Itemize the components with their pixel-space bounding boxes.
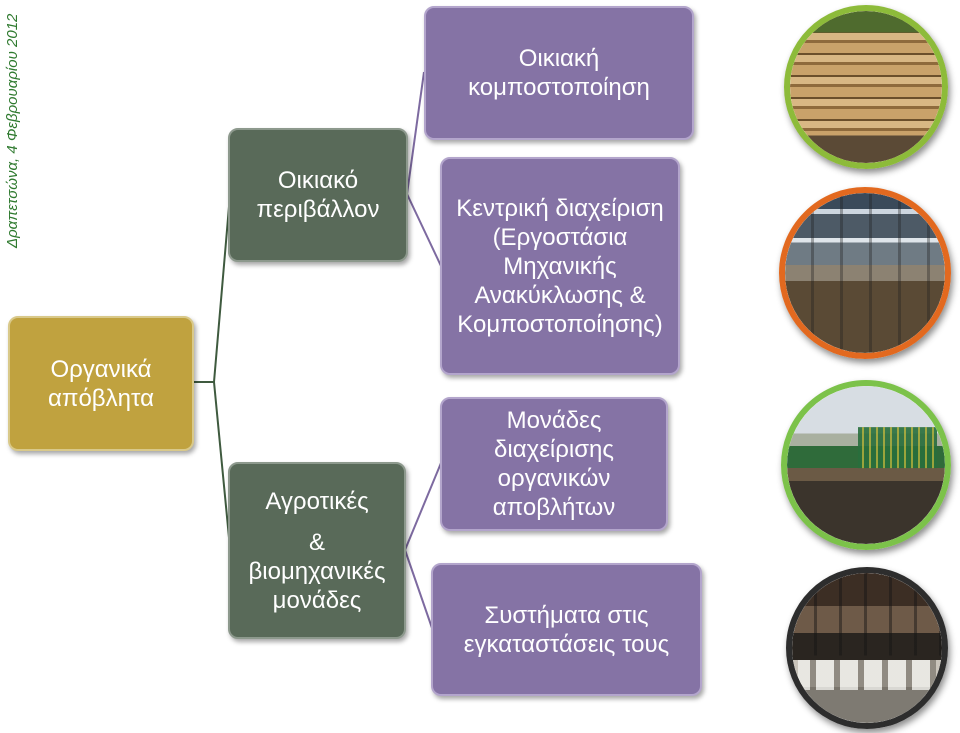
leaf-units-line-2: διαχείρισης bbox=[494, 436, 614, 463]
leaf-management-units: Μονάδες διαχείρισης οργανικών αποβλήτων bbox=[440, 397, 668, 531]
branch-household: Οικιακό περιβάλλον bbox=[228, 128, 408, 262]
leaf-central-line-5: Κομποστοποίησης) bbox=[457, 310, 663, 338]
branch-agri-line-3: βιομηχανικές bbox=[248, 557, 386, 585]
leaf-central-line-1: Κεντρική διαχείριση bbox=[456, 194, 664, 222]
branch-agri-line-1: Αγροτικές bbox=[265, 487, 369, 515]
composting-plant-interior-photo bbox=[779, 187, 951, 359]
leaf-home-composting-line-1: Οικιακή bbox=[518, 45, 600, 72]
leaf-onsite-systems: Συστήματα στις εγκαταστάσεις τους bbox=[431, 563, 702, 696]
leaf-units-line-1: Μονάδες bbox=[506, 407, 602, 434]
leaf-central-management: Κεντρική διαχείριση (Εργοστάσια Μηχανική… bbox=[440, 157, 680, 375]
leaf-onsite-line-2: εγκαταστάσεις τους bbox=[463, 630, 670, 658]
leaf-onsite-line-1: Συστήματα στις bbox=[484, 601, 649, 629]
wooden-compost-bin-photo bbox=[784, 5, 948, 169]
branch-agricultural-industrial: Αγροτικές & βιομηχανικές μονάδες bbox=[228, 462, 406, 639]
connector-agricultural-to-management-units bbox=[404, 462, 442, 551]
leaf-home-composting-line-2: κομποστοποίηση bbox=[468, 74, 650, 101]
root-label: Οργανικά απόβλητα bbox=[48, 355, 154, 412]
branch-household-line-2: περιβάλλον bbox=[256, 196, 380, 223]
branch-agri-line-4: μονάδες bbox=[272, 586, 362, 614]
leaf-central-line-2: (Εργοστάσια bbox=[492, 223, 628, 251]
leaf-central-line-3: Μηχανικής bbox=[503, 252, 617, 280]
leaf-home-composting: Οικιακή κομποστοποίηση bbox=[424, 6, 694, 140]
leaf-central-line-4: Ανακύκλωσης & bbox=[474, 281, 646, 309]
livestock-shed-interior-photo bbox=[786, 567, 948, 729]
leaf-units-line-3: οργανικών bbox=[497, 465, 611, 492]
leaf-units-line-4: αποβλήτων bbox=[492, 494, 616, 521]
connector-root-to-agricultural bbox=[192, 381, 231, 549]
root-organic-waste: Οργανικά απόβλητα bbox=[8, 316, 194, 451]
outdoor-compost-facility-photo bbox=[781, 380, 951, 550]
connector-root-to-household bbox=[192, 194, 231, 383]
connector-agricultural-to-onsite-systems bbox=[404, 549, 433, 629]
connector-household-to-home-composting bbox=[406, 71, 425, 195]
connector-household-to-central-management bbox=[406, 193, 442, 267]
branch-agri-line-2: & bbox=[308, 528, 325, 556]
branch-household-line-1: Οικιακό bbox=[277, 167, 359, 194]
